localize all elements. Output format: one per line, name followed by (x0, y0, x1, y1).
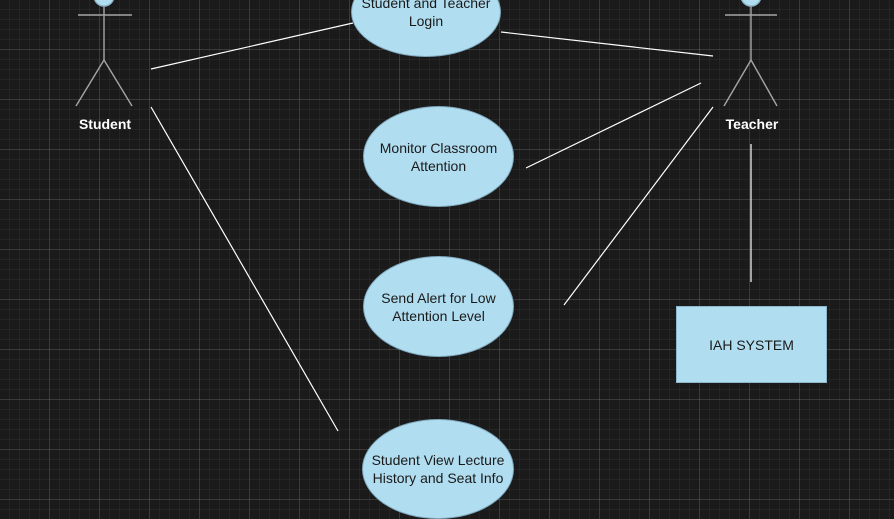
teacher-actor-figure[interactable] (723, 0, 778, 107)
diagram-canvas (75, 0, 778, 432)
student-actor-figure[interactable] (75, 0, 133, 107)
assoc-student-login (150, 22, 354, 70)
system-label: IAH SYSTEM (709, 336, 794, 353)
assoc-student-history (150, 106, 339, 432)
teacher-actor-label: Teacher (725, 116, 779, 132)
usecase-login-line1: Student and Teacher (361, 0, 491, 11)
usecase-alert-line1: Send Alert for Low (381, 289, 496, 306)
usecase-alert-line2: Attention Level (392, 307, 485, 324)
usecase-login-line2: Login (408, 13, 444, 29)
system-box[interactable]: IAH SYSTEM (676, 306, 827, 383)
usecase-monitor-line1: Monitor Classroom (379, 139, 498, 156)
assoc-teacher-login (500, 31, 714, 57)
usecase-history-line2: History and Seat Info (372, 470, 504, 486)
usecase-monitor-line2: Attention (410, 157, 467, 174)
usecase-history-line1: Student View Lecture (371, 452, 505, 468)
assoc-teacher-alert (563, 106, 714, 306)
student-actor-label: Student (78, 116, 132, 132)
assoc-teacher-monitor (525, 82, 702, 169)
